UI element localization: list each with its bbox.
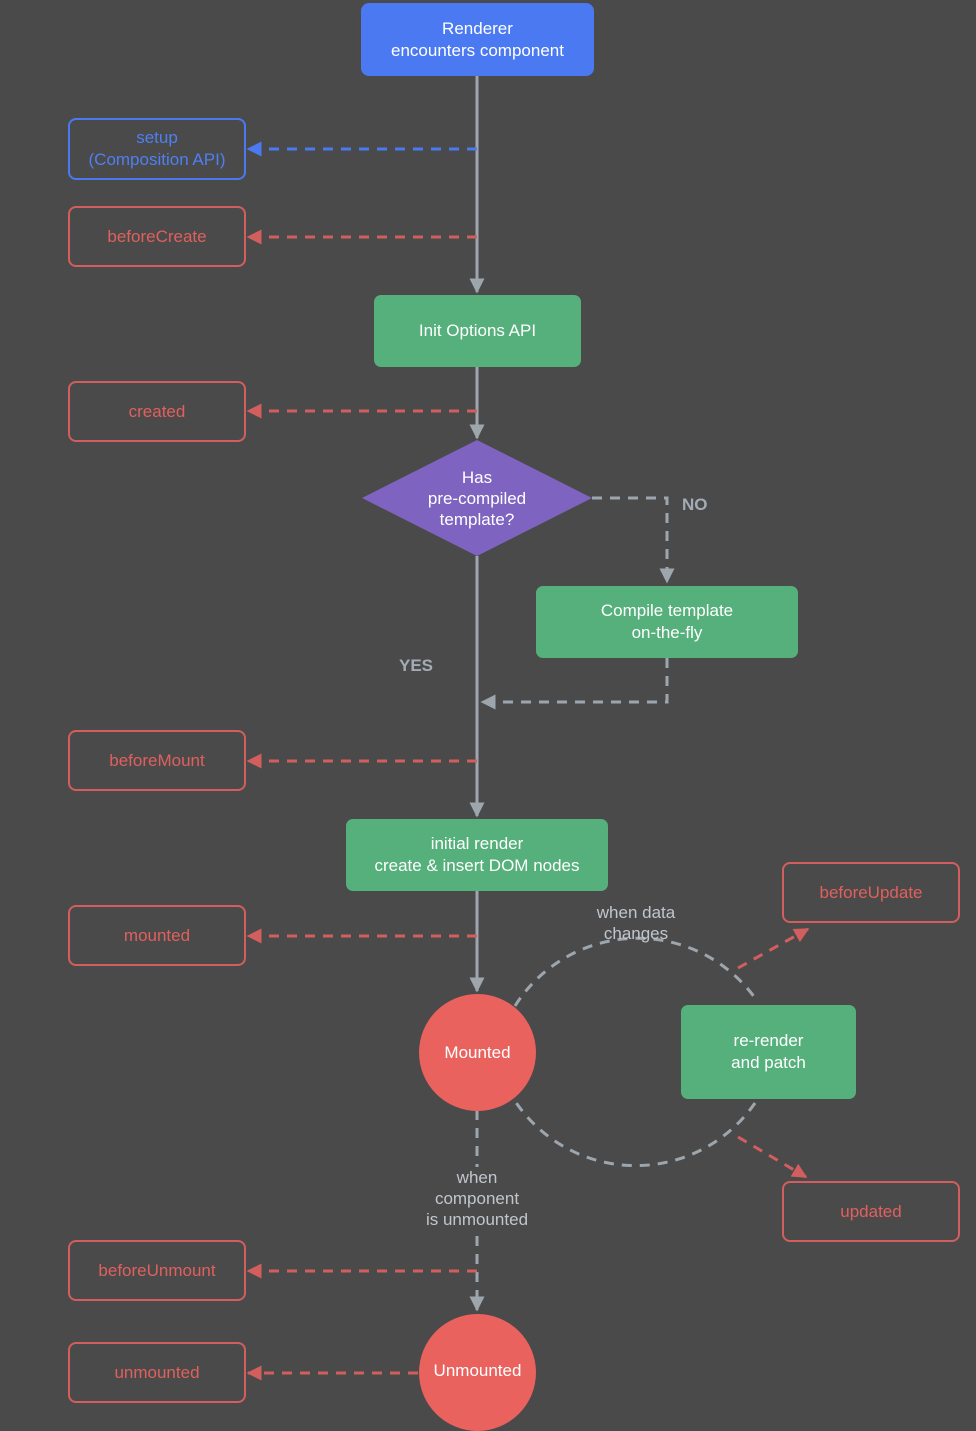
- update-loop-top: [513, 936, 757, 1007]
- setup-hook: setup(Composition API): [68, 118, 246, 180]
- updated-hook: updated: [782, 1181, 960, 1242]
- when-unmounted-label: when component is unmounted: [407, 1167, 547, 1230]
- init-options-node: Init Options API: [374, 295, 581, 367]
- mounted-state-node: Mounted: [419, 994, 536, 1111]
- before-mount-hook: beforeMount: [68, 730, 246, 791]
- decision-diamond: [362, 440, 592, 556]
- arrow-decision-no: [592, 496, 675, 584]
- created-hook: created: [68, 381, 246, 442]
- unmounted-state-node: Unmounted: [419, 1314, 536, 1431]
- before-unmount-hook: beforeUnmount: [68, 1240, 246, 1301]
- unmounted-hook: unmounted: [68, 1342, 246, 1403]
- connector-lines: [246, 76, 810, 1381]
- decision-label: Has pre-compiled template?: [427, 468, 527, 529]
- arrow-before-update-hook: [737, 927, 810, 970]
- before-create-hook: beforeCreate: [68, 206, 246, 267]
- arrow-updated-hook: [737, 1135, 808, 1179]
- no-label: NO: [682, 495, 708, 514]
- when-data-changes-label: when data changes: [596, 903, 676, 943]
- mounted-hook: mounted: [68, 905, 246, 966]
- arrow-compile-merge: [480, 658, 669, 710]
- update-loop-bottom: [513, 1100, 757, 1168]
- yes-label: YES: [399, 656, 434, 675]
- before-update-hook: beforeUpdate: [782, 862, 960, 923]
